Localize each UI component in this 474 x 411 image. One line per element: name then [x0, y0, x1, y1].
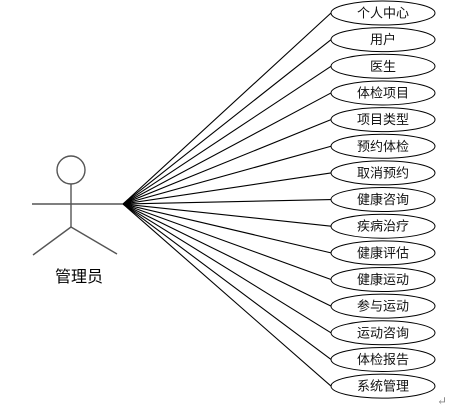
- use-case-label: 疾病治疗: [357, 220, 409, 235]
- association-line: [122, 145, 332, 205]
- association-line: [122, 203, 332, 281]
- association-lines: [122, 12, 332, 387]
- use-case: 个人中心: [330, 0, 436, 26]
- use-case: 体检项目: [330, 80, 436, 106]
- use-case-ellipse: [330, 53, 436, 79]
- use-case: 疾病治疗: [330, 213, 436, 239]
- use-case-ellipse: [330, 213, 436, 239]
- association-line: [122, 203, 332, 254]
- use-case-label: 健康咨询: [357, 192, 409, 208]
- use-case: 健康咨询: [330, 187, 436, 213]
- use-case-label: 健康运动: [357, 272, 409, 288]
- use-case-ellipse: [330, 240, 436, 266]
- use-case-ellipse: [330, 27, 436, 53]
- use-case-label: 个人中心: [357, 7, 409, 22]
- use-case: 项目类型: [330, 107, 436, 133]
- association-line: [122, 203, 332, 307]
- use-case: 健康评估: [330, 240, 436, 266]
- use-case-label: 运动咨询: [357, 326, 409, 341]
- association-line: [122, 203, 332, 360]
- use-case-ellipse: [330, 80, 436, 106]
- association-line: [122, 12, 332, 205]
- association-line: [122, 203, 332, 227]
- actor-left-leg: [32, 226, 72, 256]
- use-case-label: 医生: [370, 60, 396, 75]
- actor-admin: 管理员: [32, 155, 123, 286]
- use-case: 运动咨询: [330, 320, 436, 346]
- use-case-label: 参与运动: [357, 299, 409, 315]
- use-case-label: 体检项目: [357, 86, 409, 101]
- use-case-ellipse: [330, 267, 436, 292]
- use-case-label: 项目类型: [357, 113, 409, 128]
- paragraph-mark: ↵: [437, 394, 447, 408]
- use-case: 预约体检: [330, 133, 436, 159]
- association-line: [122, 199, 332, 205]
- use-case-ellipse: [330, 320, 436, 346]
- use-case: 用户: [330, 27, 436, 53]
- use-case-ellipse: [330, 107, 436, 133]
- use-case-label: 预约体检: [357, 140, 409, 155]
- use-case-label: 取消预约: [357, 166, 409, 181]
- association-line: [122, 203, 332, 387]
- use-case: 系统管理: [330, 373, 436, 399]
- use-case: 体检报告: [330, 346, 436, 372]
- use-case-list: 个人中心用户医生体检项目项目类型预约体检取消预约健康咨询疾病治疗健康评估健康运动…: [330, 0, 436, 399]
- use-case: 取消预约: [330, 160, 436, 186]
- use-case: 参与运动: [330, 293, 436, 319]
- use-case-label: 健康评估: [357, 245, 409, 261]
- actor-head: [56, 155, 86, 185]
- actor-right-leg: [70, 226, 118, 255]
- use-case-ellipse: [330, 373, 436, 399]
- use-case: 健康运动: [330, 267, 436, 292]
- use-case-ellipse: [330, 133, 436, 159]
- use-case: 医生: [330, 53, 436, 79]
- use-case-ellipse: [330, 293, 436, 319]
- association-line: [122, 172, 332, 205]
- actor-name: 管理员: [55, 267, 103, 286]
- use-case-ellipse: [330, 0, 436, 26]
- use-case-label: 体检报告: [357, 353, 409, 368]
- association-line: [122, 92, 332, 205]
- use-case-ellipse: [330, 160, 436, 186]
- use-case-ellipse: [330, 346, 436, 372]
- association-line: [122, 119, 332, 205]
- association-line: [122, 39, 332, 205]
- use-case-ellipse: [330, 187, 436, 213]
- use-case-label: 用户: [370, 32, 396, 48]
- association-line: [122, 203, 332, 334]
- association-line: [122, 65, 332, 205]
- use-case-label: 系统管理: [357, 380, 409, 395]
